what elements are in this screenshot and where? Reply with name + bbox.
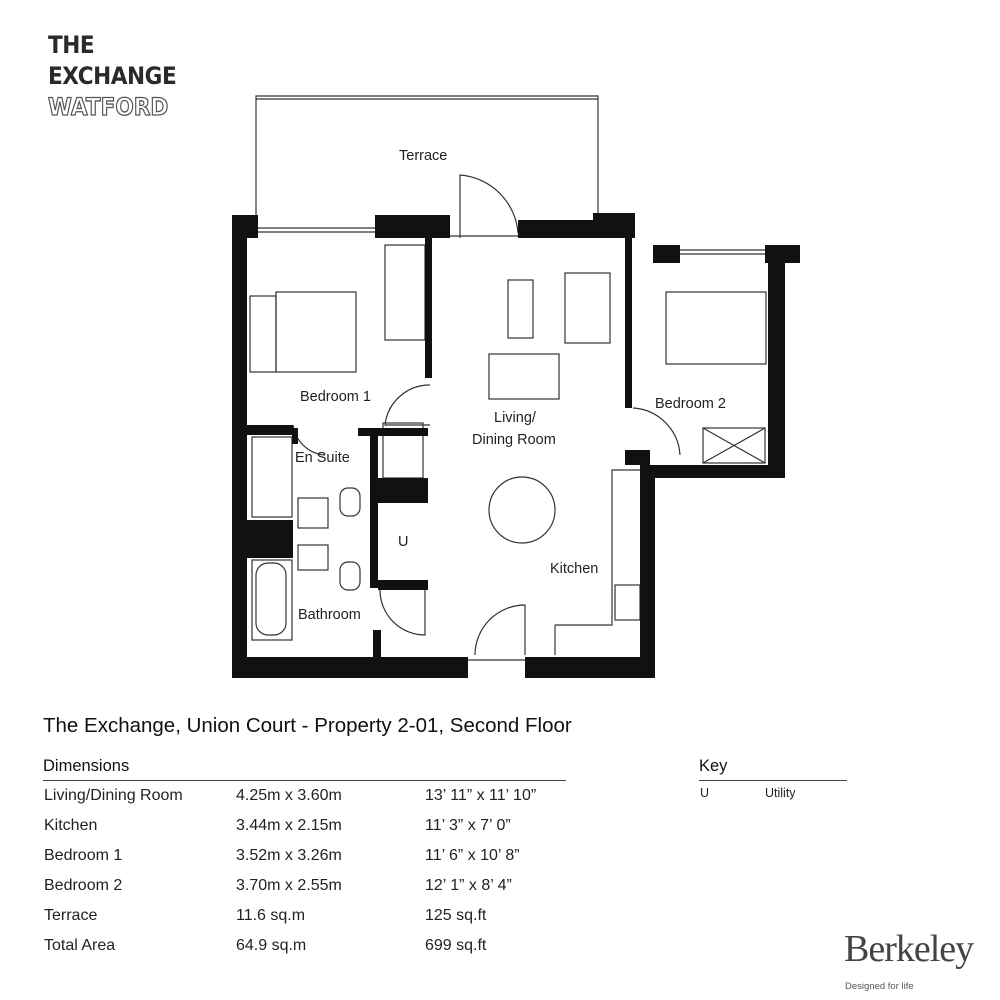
- room-label-utility: U: [398, 534, 408, 550]
- dimensions-heading: Dimensions: [43, 757, 566, 781]
- dimension-room: Total Area: [44, 937, 116, 954]
- floor-plan: Terrace Bedroom 1 Living/ Dining Room Be…: [232, 95, 800, 678]
- key-heading: Key: [699, 757, 847, 781]
- dimension-imperial: 11’ 6” x 10’ 8”: [425, 847, 520, 864]
- dimension-imperial: 12’ 1” x 8’ 4”: [425, 877, 512, 894]
- dimension-row: Bedroom 1 3.52m x 3.26m 11’ 6” x 10’ 8”: [43, 841, 566, 871]
- dimension-room: Living/Dining Room: [44, 787, 183, 804]
- logo-line-2: EXCHANGE: [48, 62, 177, 90]
- room-label-living-1: Living/: [494, 410, 537, 426]
- berkeley-logo: Berkeley: [844, 928, 974, 970]
- room-label-bedroom-1: Bedroom 1: [300, 389, 371, 405]
- logo-line-1: THE: [48, 31, 95, 59]
- dimension-metric: 11.6 sq.m: [236, 907, 306, 924]
- room-label-bedroom-2: Bedroom 2: [655, 396, 726, 412]
- dimension-metric: 4.25m x 3.60m: [236, 787, 342, 804]
- key-code: U: [700, 786, 710, 800]
- room-label-kitchen: Kitchen: [550, 561, 598, 577]
- room-label-terrace: Terrace: [399, 148, 447, 164]
- dimension-room: Bedroom 1: [44, 847, 123, 864]
- dimension-row: Kitchen 3.44m x 2.15m 11’ 3” x 7’ 0”: [43, 811, 566, 841]
- dimension-imperial: 699 sq.ft: [425, 937, 487, 954]
- logo-line-3: WATFORD: [47, 92, 169, 121]
- dimension-room: Bedroom 2: [44, 877, 123, 894]
- dimensions-table: Dimensions Living/Dining Room 4.25m x 3.6…: [43, 757, 566, 961]
- plan-lines: [249, 95, 767, 661]
- dimension-metric: 3.70m x 2.55m: [236, 877, 342, 894]
- dimension-row: Terrace 11.6 sq.m 125 sq.ft: [43, 901, 566, 931]
- dimension-imperial: 125 sq.ft: [425, 907, 487, 924]
- room-label-living-2: Dining Room: [472, 432, 556, 448]
- dimension-room: Kitchen: [44, 817, 98, 834]
- dimension-row: Total Area 64.9 sq.m 699 sq.ft: [43, 931, 566, 961]
- dimension-metric: 64.9 sq.m: [236, 937, 307, 954]
- room-label-bathroom: Bathroom: [298, 607, 361, 623]
- plan-walls: [232, 213, 800, 678]
- key-label: Utility: [765, 786, 796, 800]
- dimension-imperial: 11’ 3” x 7’ 0”: [425, 817, 511, 834]
- dimension-room: Terrace: [44, 907, 98, 924]
- room-label-en-suite: En Suite: [295, 450, 350, 466]
- development-logo: THE EXCHANGE WATFORD: [47, 30, 177, 123]
- dimension-imperial: 13’ 11” x 11’ 10”: [425, 787, 537, 804]
- berkeley-tagline: Designed for life: [845, 981, 914, 992]
- dimension-metric: 3.44m x 2.15m: [236, 817, 342, 834]
- dimension-metric: 3.52m x 3.26m: [236, 847, 342, 864]
- dimension-row: Bedroom 2 3.70m x 2.55m 12’ 1” x 8’ 4”: [43, 871, 566, 901]
- key-table: Key U Utility: [699, 757, 847, 805]
- property-title: The Exchange, Union Court - Property 2-0…: [43, 714, 572, 737]
- dimension-row: Living/Dining Room 4.25m x 3.60m 13’ 11” x…: [43, 781, 566, 811]
- key-row: U Utility: [699, 781, 847, 805]
